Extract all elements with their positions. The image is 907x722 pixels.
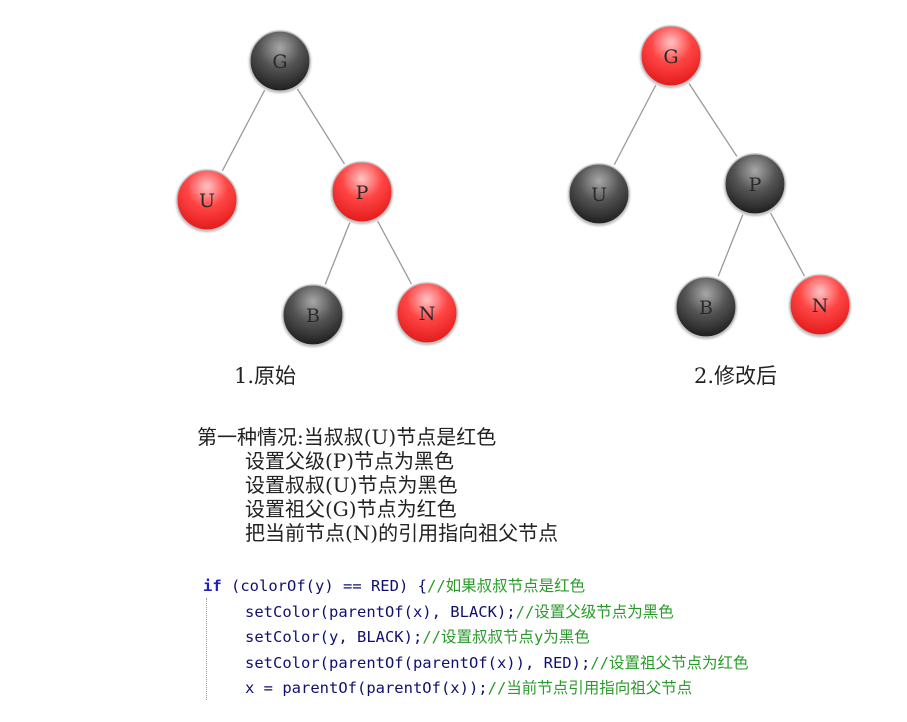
code-line: setColor(y, BLACK);//设置叔叔节点y为黑色	[197, 625, 887, 651]
node-n: N	[396, 282, 458, 344]
code-line: setColor(parentOf(x), BLACK);//设置父级节点为黑色	[197, 600, 887, 626]
tree-modified: G U P B N	[568, 25, 851, 338]
node-circle-red	[640, 25, 702, 87]
code-text: setColor(parentOf(x), BLACK);	[245, 602, 516, 621]
node-u: U	[176, 169, 238, 231]
node-n: N	[789, 274, 851, 336]
code-comment: //设置祖父节点为红色	[590, 653, 749, 672]
node-circle-red	[396, 282, 458, 344]
node-p: P	[331, 161, 393, 223]
code-line: if (colorOf(y) == RED) {//如果叔叔节点是红色	[197, 574, 887, 600]
node-label: N	[419, 303, 436, 325]
edge-g-u	[221, 89, 266, 172]
node-g: G	[640, 25, 702, 87]
node-label: U	[591, 184, 607, 206]
code-comment: //设置父级节点为黑色	[515, 602, 674, 621]
node-circle-red	[789, 274, 851, 336]
edge-p-b	[324, 222, 351, 285]
code-keyword: if	[203, 577, 222, 595]
node-b: B	[675, 276, 737, 338]
node-label: G	[272, 51, 287, 73]
step-line: 设置祖父(G)节点为红色	[245, 497, 457, 521]
node-label: N	[812, 295, 829, 317]
code-line: setColor(parentOf(parentOf(x)), RED);//设…	[197, 651, 887, 677]
tree-original: G U P B N	[176, 30, 458, 346]
node-p: P	[724, 153, 786, 215]
node-g: G	[249, 30, 311, 92]
code-text: setColor(parentOf(parentOf(x)), RED);	[245, 653, 591, 672]
code-text: x = parentOf(parentOf(x));	[245, 679, 488, 697]
indent-guide	[206, 598, 207, 700]
step-line: 设置叔叔(U)节点为黑色	[245, 473, 458, 497]
node-label: P	[749, 174, 762, 196]
node-label: U	[199, 190, 215, 212]
node-circle-black	[675, 276, 737, 338]
node-label: P	[356, 182, 369, 204]
edge-g-p	[688, 83, 738, 157]
code-comment: //如果叔叔节点是红色	[426, 577, 586, 595]
node-circle-red	[331, 161, 393, 223]
edge-g-u	[613, 84, 657, 166]
node-circle-black	[249, 30, 311, 92]
caption-modified: 2.修改后	[694, 364, 778, 388]
step-line: 设置父级(P)节点为黑色	[245, 449, 455, 473]
edge-p-b	[717, 214, 744, 277]
node-circle-red	[176, 169, 238, 231]
edge-p-n	[377, 220, 412, 285]
node-label: B	[306, 305, 320, 327]
node-u: U	[568, 163, 630, 225]
code-comment: //当前节点引用指向祖父节点	[487, 679, 693, 697]
node-b: B	[282, 284, 344, 346]
node-label: B	[699, 297, 713, 319]
red-black-tree-diagram: G U P B N G U P B N	[176, 25, 851, 346]
code-line: x = parentOf(parentOf(x));//当前节点引用指向祖父节点	[197, 676, 887, 700]
node-circle-black	[724, 153, 786, 215]
code-comment: //设置叔叔节点y为黑色	[422, 628, 590, 646]
edge-p-n	[770, 212, 805, 277]
case-heading: 第一种情况:当叔叔(U)节点是红色	[197, 425, 497, 449]
node-circle-black	[282, 284, 344, 346]
code-text: (colorOf(y) == RED) {	[221, 577, 427, 595]
node-circle-black	[568, 163, 630, 225]
step-line: 把当前节点(N)的引用指向祖父节点	[245, 521, 559, 545]
code-text: setColor(y, BLACK);	[245, 628, 423, 646]
case-description: 第一种情况:当叔叔(U)节点是红色 设置父级(P)节点为黑色 设置叔叔(U)节点…	[197, 425, 558, 545]
edge-g-p	[296, 88, 346, 165]
caption-original: 1.原始	[234, 364, 297, 388]
node-label: G	[663, 46, 678, 68]
